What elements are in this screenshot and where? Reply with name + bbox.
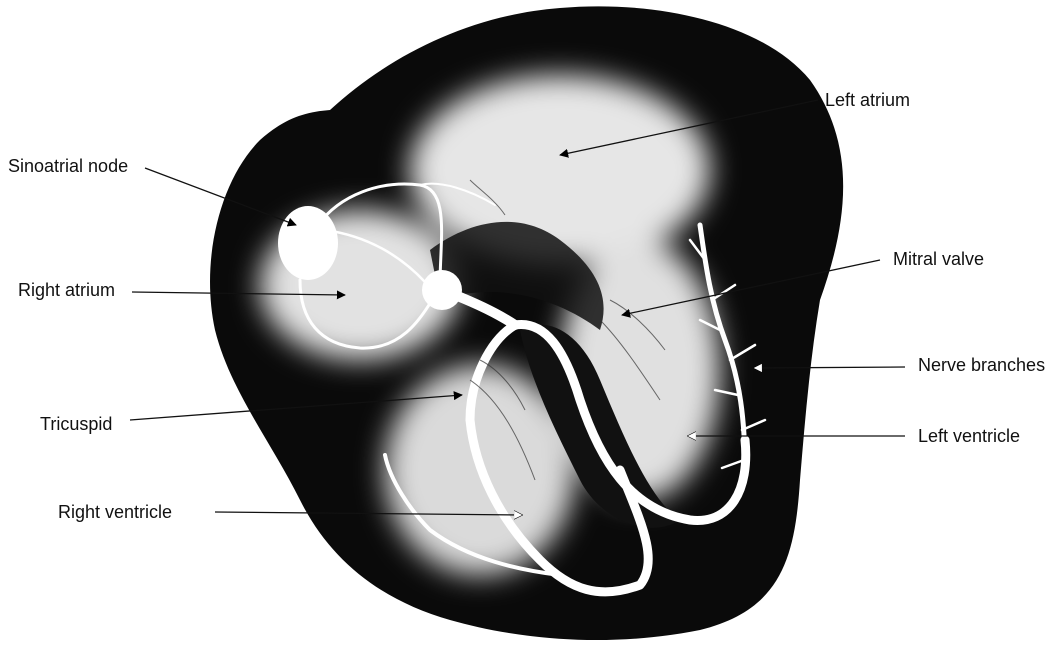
label-left-atrium: Left atrium [825,90,910,110]
label-nerve-branches: Nerve branches [918,355,1045,375]
sinoatrial-node-shape [278,206,338,280]
av-node-shape [422,270,462,310]
label-tricuspid: Tricuspid [40,414,112,434]
label-sinoatrial-node: Sinoatrial node [8,156,128,176]
label-right-atrium: Right atrium [18,280,115,300]
label-right-ventricle: Right ventricle [58,502,172,522]
label-mitral-valve: Mitral valve [893,249,984,269]
label-left-ventricle: Left ventricle [918,426,1020,446]
